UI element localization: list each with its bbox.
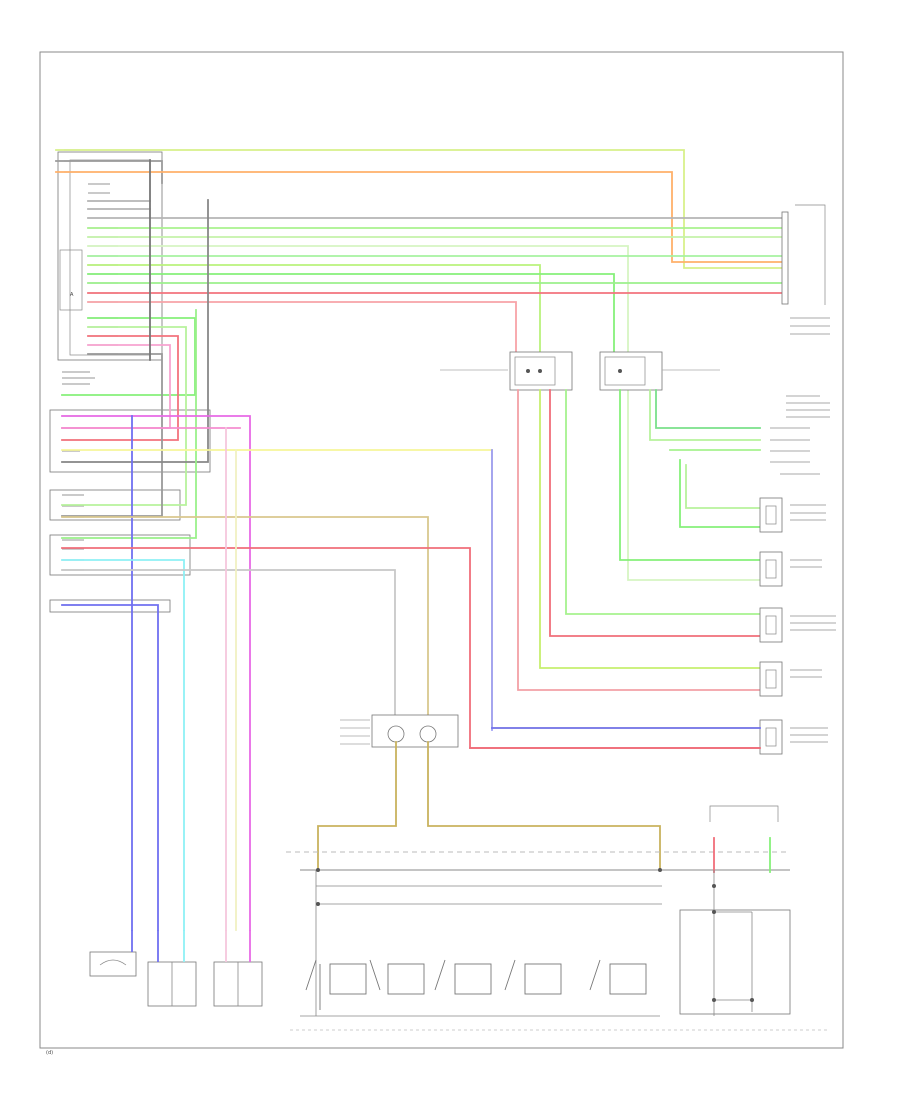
bottom-left-speaker [89, 951, 137, 977]
wire-light-blue [61, 559, 185, 931]
wire-green-lower [61, 309, 197, 539]
wire-tan [61, 516, 429, 741]
bottom-center-left-module [147, 961, 197, 1007]
wire-magenta [61, 415, 251, 931]
center-connector-right [599, 351, 720, 391]
switch-row [305, 959, 647, 1010]
wire-gray-v [61, 353, 163, 517]
left-connector-d [49, 534, 191, 613]
center-connector-left [440, 351, 573, 391]
bottom-center-right-module [213, 961, 263, 1007]
right-component-labels [790, 504, 836, 743]
wire-blue-1 [61, 604, 159, 931]
wire-gray-long [61, 569, 396, 741]
wire-green-down-5 [655, 389, 761, 429]
wire-red-down [517, 389, 761, 691]
center-lamp-assembly [317, 714, 661, 869]
right-component-5 [759, 719, 783, 755]
wire-green-down-1 [539, 389, 761, 669]
wire-green [87, 273, 615, 361]
wire-green-down-8 [685, 464, 761, 509]
connector-a-letter: A [70, 292, 74, 298]
wire-orange [55, 171, 783, 263]
page-id: (d) [46, 1050, 53, 1056]
wire-green-down-7 [679, 459, 761, 528]
wire-tan-lamp-2 [427, 741, 661, 869]
wire-green-down-4 [649, 389, 761, 441]
right-component-4 [759, 661, 783, 697]
wire-green-down-3 [619, 389, 761, 561]
bottom-bus [286, 851, 830, 1031]
right-component-3 [759, 607, 783, 643]
wire-red-2 [87, 301, 517, 361]
wire-red-down-2 [549, 389, 761, 637]
top-right-connector [781, 204, 830, 335]
wire-gray-short [55, 160, 163, 184]
wire-gray-v2 [61, 199, 209, 463]
right-component-1 [759, 497, 783, 533]
sensor-down-wires [517, 389, 761, 691]
wire-tan-lamp [317, 741, 397, 869]
right-mid-labels [770, 395, 830, 475]
wire-yellow-green-top [55, 149, 783, 269]
wire-green-v [61, 317, 196, 396]
wire-green-white-3 [87, 245, 761, 581]
right-component-2 [759, 551, 783, 587]
top-wire-bundle [55, 149, 783, 581]
lamp-left-icon [387, 725, 405, 743]
lamp-right-icon [419, 725, 437, 743]
bottom-right-module [679, 870, 791, 1016]
bottom-module-wire-ends [131, 930, 251, 962]
wire-red-v [61, 335, 179, 441]
middle-wires [61, 415, 761, 931]
diagram-border [39, 51, 844, 1049]
wire-green-down-2 [565, 389, 761, 615]
bottom-right-stubs [709, 805, 779, 873]
wire-green-yellow [87, 264, 541, 361]
